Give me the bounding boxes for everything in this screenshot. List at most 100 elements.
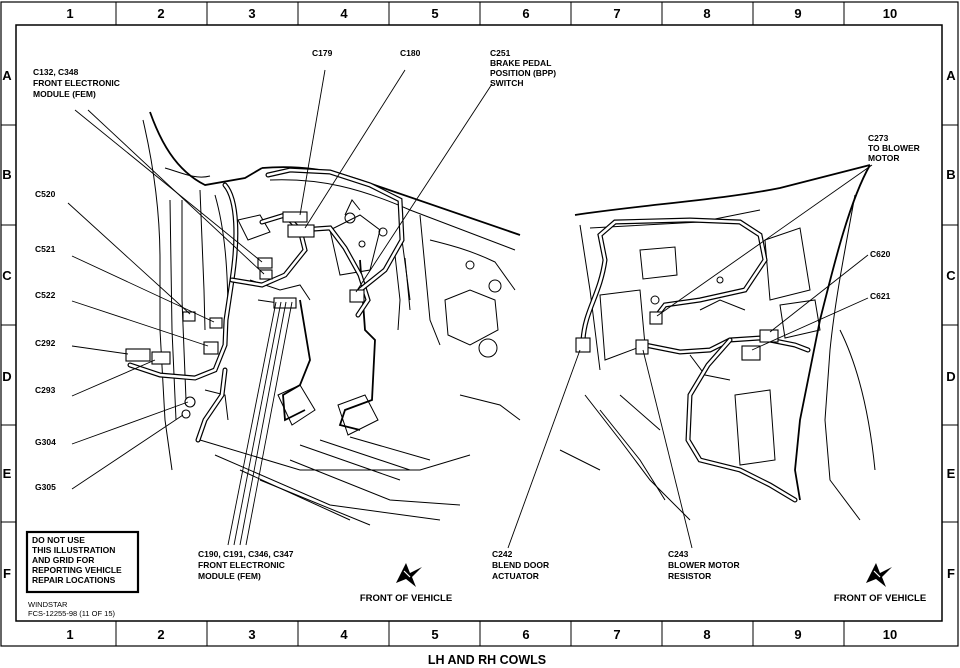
grid-col-1-bottom: 1: [66, 627, 73, 642]
grid-row-e-left: E: [3, 466, 12, 481]
warning-line1: DO NOT USE: [32, 535, 85, 545]
grid-row-b-left: B: [2, 167, 11, 182]
grid-col-9-bottom: 9: [794, 627, 801, 642]
diagram-caption: LH AND RH COWLS: [428, 653, 546, 667]
label-c273-line3: MOTOR: [868, 153, 899, 163]
rh-wiring-harness: [580, 217, 811, 503]
front-of-vehicle-label-left: FRONT OF VEHICLE: [360, 593, 452, 604]
label-c242: C242: [492, 549, 513, 559]
lh-wiring-harness: [127, 167, 405, 443]
label-c293: C293: [35, 385, 56, 395]
c180-connector: [287, 224, 315, 238]
c621-connector: [741, 345, 761, 361]
label-c190-fem-line2: FRONT ELECTRONIC: [198, 560, 285, 570]
grid-col-6-bottom: 6: [522, 627, 529, 642]
grid-col-2-bottom: 2: [157, 627, 164, 642]
label-c243-line2: BLOWER MOTOR: [668, 560, 740, 570]
label-c190-c347: C190, C191, C346, C347: [198, 549, 294, 559]
grid-row-f-right: F: [947, 566, 955, 581]
grid-col-5-top: 5: [431, 6, 438, 21]
label-g304: G304: [35, 437, 56, 447]
c520-connector: [182, 311, 196, 322]
grid-col-1-top: 1: [66, 6, 73, 21]
grid-col-3-bottom: 3: [248, 627, 255, 642]
label-c243-line3: RESISTOR: [668, 571, 711, 581]
c292-connector: [125, 348, 151, 362]
grid-frame: 1 2 3 4 5 6 7 8 9 10 1 2 3 4 5 6 7 8 9 1…: [0, 1, 959, 647]
warning-line2: THIS ILLUSTRATION: [32, 545, 115, 555]
grid-row-c-left: C: [2, 268, 12, 283]
warning-line3: AND GRID FOR: [32, 555, 94, 565]
lh-connectors: [125, 211, 365, 419]
rh-cowl-artwork: [559, 164, 876, 521]
label-c243: C243: [668, 549, 689, 559]
label-c242-line2: BLEND DOOR: [492, 560, 549, 570]
label-c292: C292: [35, 338, 56, 348]
grid-row-a-right: A: [946, 68, 956, 83]
grid-col-10-top: 10: [883, 6, 897, 21]
g304-ground: [184, 396, 196, 408]
label-c520: C520: [35, 189, 56, 199]
c179-connector: [282, 211, 308, 223]
footer-code: FCS-12255-98 (11 OF 15): [28, 609, 115, 618]
footer-model: WINDSTAR: [28, 600, 68, 609]
grid-row-b-right: B: [946, 167, 955, 182]
label-c132-fem-line3: MODULE (FEM): [33, 89, 96, 99]
grid-col-6-top: 6: [522, 6, 529, 21]
rh-connectors: [575, 311, 779, 361]
label-c179: C179: [312, 48, 333, 58]
warning-line5: REPAIR LOCATIONS: [32, 575, 116, 585]
warning-box: DO NOT USE THIS ILLUSTRATION AND GRID FO…: [25, 530, 140, 594]
label-g305: G305: [35, 482, 56, 492]
label-c273: C273: [868, 133, 889, 143]
grid-col-10-bottom: 10: [883, 627, 897, 642]
grid-row-a-left: A: [2, 68, 12, 83]
label-c273-line2: TO BLOWER: [868, 143, 920, 153]
grid-col-4-bottom: 4: [340, 627, 348, 642]
label-c522: C522: [35, 290, 56, 300]
grid-col-5-bottom: 5: [431, 627, 438, 642]
c348-connector: [259, 269, 273, 280]
grid-col-8-top: 8: [703, 6, 710, 21]
label-c251-line4: SWITCH: [490, 78, 524, 88]
label-c251: C251: [490, 48, 511, 58]
c522-connector: [203, 341, 219, 355]
label-c620: C620: [870, 249, 891, 259]
label-c621: C621: [870, 291, 891, 301]
grid-row-d-right: D: [946, 369, 955, 384]
grid-row-e-right: E: [947, 466, 956, 481]
c132-connector: [257, 257, 273, 269]
grid-col-7-bottom: 7: [613, 627, 620, 642]
direction-arrow-icon: [866, 563, 892, 587]
c242-connector: [575, 337, 591, 353]
leader-lines: [67, 69, 873, 549]
grid-row-c-right: C: [946, 268, 956, 283]
label-c242-line3: ACTUATOR: [492, 571, 539, 581]
grid-col-8-bottom: 8: [703, 627, 710, 642]
front-of-vehicle-label-right: FRONT OF VEHICLE: [834, 593, 926, 604]
front-of-vehicle-left: FRONT OF VEHICLE: [360, 563, 452, 604]
label-c251-line2: BRAKE PEDAL: [490, 58, 551, 68]
c620-connector: [759, 329, 779, 343]
grid-row-f-left: F: [3, 566, 11, 581]
label-c190-fem-line3: MODULE (FEM): [198, 571, 261, 581]
callout-labels: C132, C348 FRONT ELECTRONIC MODULE (FEM)…: [33, 48, 920, 581]
front-of-vehicle-right: FRONT OF VEHICLE: [834, 563, 926, 604]
label-c251-line3: POSITION (BPP): [490, 68, 556, 78]
direction-arrow-icon: [396, 563, 422, 587]
warning-line4: REPORTING VEHICLE: [32, 565, 122, 575]
grid-col-9-top: 9: [794, 6, 801, 21]
c521-connector: [209, 317, 223, 329]
grid-col-7-top: 7: [613, 6, 620, 21]
grid-col-3-top: 3: [248, 6, 255, 21]
g305-ground: [181, 409, 191, 419]
label-c180: C180: [400, 48, 421, 58]
grid-col-4-top: 4: [340, 6, 348, 21]
c243-connector: [635, 339, 649, 355]
c293-connector: [151, 351, 171, 365]
grid-col-2-top: 2: [157, 6, 164, 21]
label-c521: C521: [35, 244, 56, 254]
c251-connector: [349, 289, 365, 303]
grid-row-d-left: D: [2, 369, 11, 384]
